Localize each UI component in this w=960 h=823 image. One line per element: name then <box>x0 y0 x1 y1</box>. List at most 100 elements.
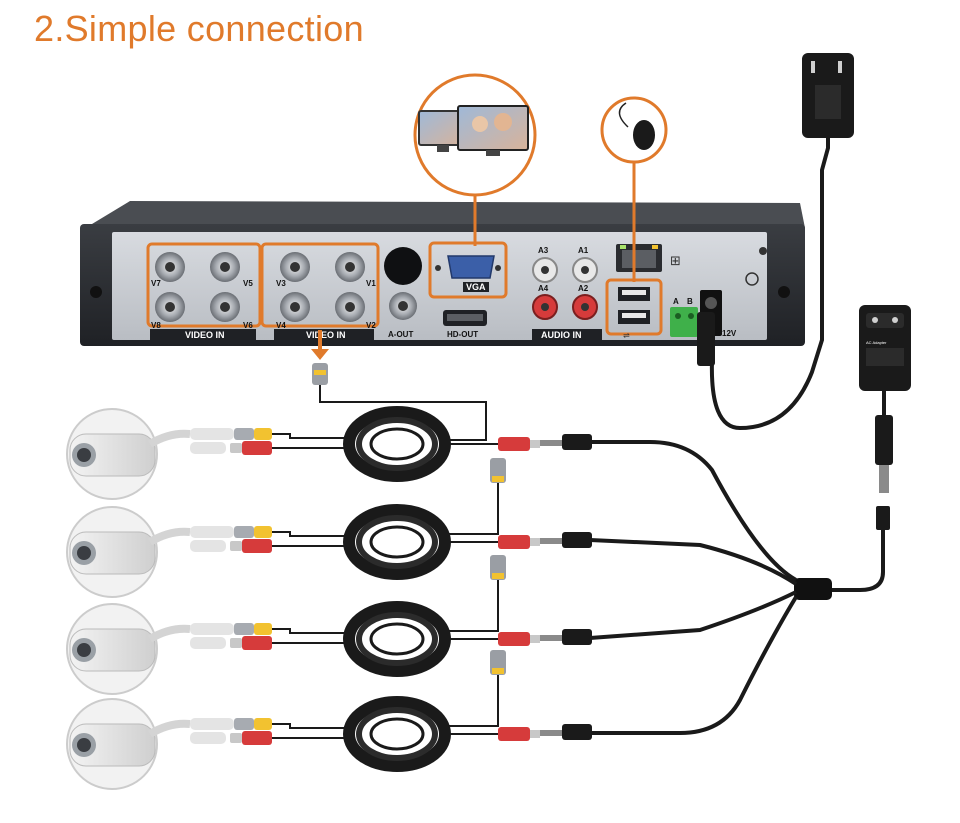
bullet-camera <box>69 723 156 767</box>
coil-video-out <box>445 483 499 535</box>
dvr-back-panel <box>112 232 767 340</box>
camera-lens-core <box>77 546 91 560</box>
pigtail-video <box>190 718 234 730</box>
video-in-block-right: V3 V1 V4 V2 VIDEO IN <box>260 242 380 340</box>
plug-tip <box>530 730 540 738</box>
camera-lens-core <box>77 643 91 657</box>
red-power-plug <box>498 437 530 451</box>
red-power-plug <box>498 727 530 741</box>
power-plug <box>242 636 272 650</box>
channel-label-v4: V4 <box>276 321 286 330</box>
terminal-label-a: A <box>673 297 679 306</box>
plug-barrel <box>540 635 562 641</box>
mouse-icon <box>633 120 655 150</box>
power-plug-tip <box>230 733 242 743</box>
mouse-callout <box>600 96 668 282</box>
video-in-right-highlight <box>260 242 380 328</box>
channel-label-v5: V5 <box>243 279 253 288</box>
camera-row-3 <box>66 555 592 695</box>
bullet-camera <box>69 628 156 672</box>
bnc-plug-band <box>492 573 504 579</box>
audio-out-block: A-OUT <box>384 247 422 339</box>
video-in-left-label: VIDEO IN <box>185 330 225 340</box>
coil-video-out <box>445 675 499 727</box>
pigtail-video <box>190 526 234 538</box>
video-wire <box>272 628 350 634</box>
video-plug <box>254 718 272 730</box>
bnc-connector <box>234 428 254 440</box>
audio-in-block: A3 A1 A4 A2 AUDIO IN <box>532 246 602 340</box>
pigtail-power <box>190 442 226 454</box>
black-power-plug <box>562 629 592 645</box>
plug-tip <box>530 440 540 448</box>
vga-port <box>447 255 495 279</box>
video-wire <box>272 433 350 439</box>
vga-label: VGA <box>466 282 486 292</box>
channel-label-v3: V3 <box>276 279 286 288</box>
channel-label-v1: V1 <box>366 279 376 288</box>
page-title: 2.Simple connection <box>34 8 364 49</box>
ground-icon <box>745 272 759 286</box>
audio-label-a3: A3 <box>538 246 549 255</box>
power-plug <box>242 441 272 455</box>
dvr-top-lid <box>92 201 805 228</box>
network-icon: ⊞ <box>670 254 681 269</box>
cable-coil-core <box>369 717 425 751</box>
bullet-camera <box>69 433 156 477</box>
bnc-plug-band <box>492 668 504 674</box>
pigtail-video <box>190 623 234 635</box>
adapter-brand-label: AC Adapter <box>866 340 887 345</box>
power-plug-tip <box>230 541 242 551</box>
pigtail-power <box>190 637 226 649</box>
tv-icon <box>457 105 529 151</box>
fan-icon <box>384 247 422 285</box>
pigtail-power <box>190 732 226 744</box>
dc-plug-dvr <box>697 312 715 366</box>
display-out-block: VGA HD-OUT <box>428 241 508 339</box>
black-power-plug <box>562 532 592 548</box>
cable-coil-core <box>369 622 425 656</box>
usb-icon: ⇌ <box>623 331 630 340</box>
lan-usb-block: ⊞ ⇌ <box>605 244 681 340</box>
video-wire <box>272 531 350 537</box>
dc-jack-splitter-input <box>876 506 890 530</box>
bnc-connector <box>234 623 254 635</box>
dvr-screw-left <box>90 286 102 298</box>
bnc-connector <box>234 526 254 538</box>
red-power-plug <box>498 632 530 646</box>
arrow-down-icon <box>311 349 329 360</box>
camera-row-4 <box>66 650 592 790</box>
plug-barrel <box>540 440 562 446</box>
audio-label-a2: A2 <box>578 284 589 293</box>
vga-highlight <box>428 241 508 299</box>
cable-coil-core <box>369 525 425 559</box>
pigtail-power <box>190 540 226 552</box>
a-out-label: A-OUT <box>388 330 413 339</box>
camera-bracket <box>147 719 191 738</box>
audio-label-a4: A4 <box>538 284 549 293</box>
rs485-terminal <box>670 307 698 337</box>
bnc-plug-band <box>492 476 504 482</box>
camera-rows <box>66 406 592 790</box>
dc-plug-adapter <box>875 415 893 465</box>
camera-lens-core <box>77 738 91 752</box>
camera-lens-core <box>77 448 91 462</box>
splitter-hub <box>794 578 832 600</box>
video-wire <box>272 723 350 729</box>
video-plug <box>254 623 272 635</box>
video-in-right-label: VIDEO IN <box>306 330 346 340</box>
cable-coil-inner <box>356 612 438 666</box>
hd-out-label: HD-OUT <box>447 330 478 339</box>
power-label: 12V <box>722 329 737 338</box>
plug-tip <box>530 635 540 643</box>
power-plug <box>242 731 272 745</box>
bullet-camera <box>69 531 156 575</box>
black-power-plug <box>562 724 592 740</box>
power-plug-tip <box>230 638 242 648</box>
channel-label-v6: V6 <box>243 321 253 330</box>
terminal-label-b: B <box>687 297 693 306</box>
monitor-callout <box>413 73 537 246</box>
audio-label-a1: A1 <box>578 246 589 255</box>
video-in-left-highlight <box>146 242 262 328</box>
dvr-power-adapter <box>697 53 854 431</box>
